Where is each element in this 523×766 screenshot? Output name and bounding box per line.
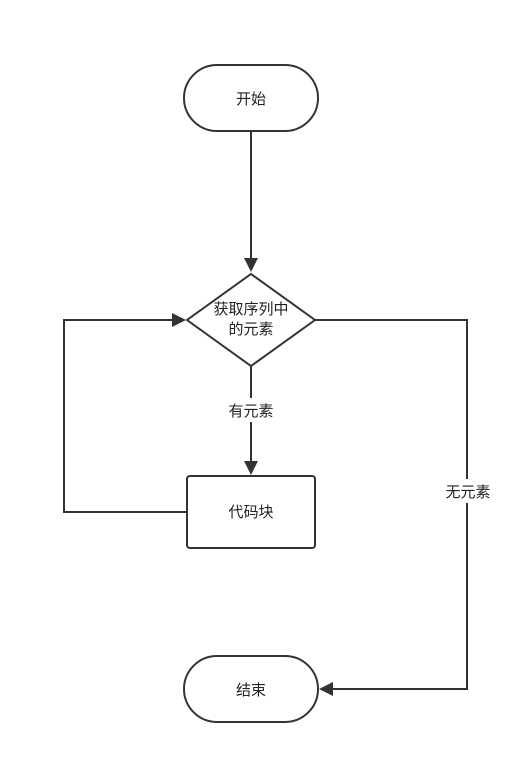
edge-label-no-elements: 无元素 — [445, 483, 490, 501]
decision-label-line2: 的元素 — [228, 320, 273, 338]
edge-label-has-elements: 有元素 — [228, 402, 273, 420]
arrowhead-code-top — [244, 461, 258, 475]
edge-code-loop-back — [63, 319, 187, 513]
code-block-node — [186, 475, 316, 549]
edge-label-bg-none — [440, 479, 496, 503]
decision-node — [185, 272, 317, 368]
arrowhead-decision-left — [172, 313, 186, 327]
start-node — [183, 64, 319, 132]
arrowhead-decision-top — [244, 258, 258, 272]
decision-label-line1: 获取序列中 — [213, 300, 288, 318]
arrowhead-end-right — [319, 682, 333, 696]
code-block-label: 代码块 — [228, 503, 273, 521]
start-label: 开始 — [236, 90, 266, 108]
end-label: 结束 — [236, 681, 266, 699]
edge-decision-to-end — [315, 319, 468, 690]
edge-label-bg-has — [222, 398, 280, 422]
end-node — [183, 655, 319, 723]
